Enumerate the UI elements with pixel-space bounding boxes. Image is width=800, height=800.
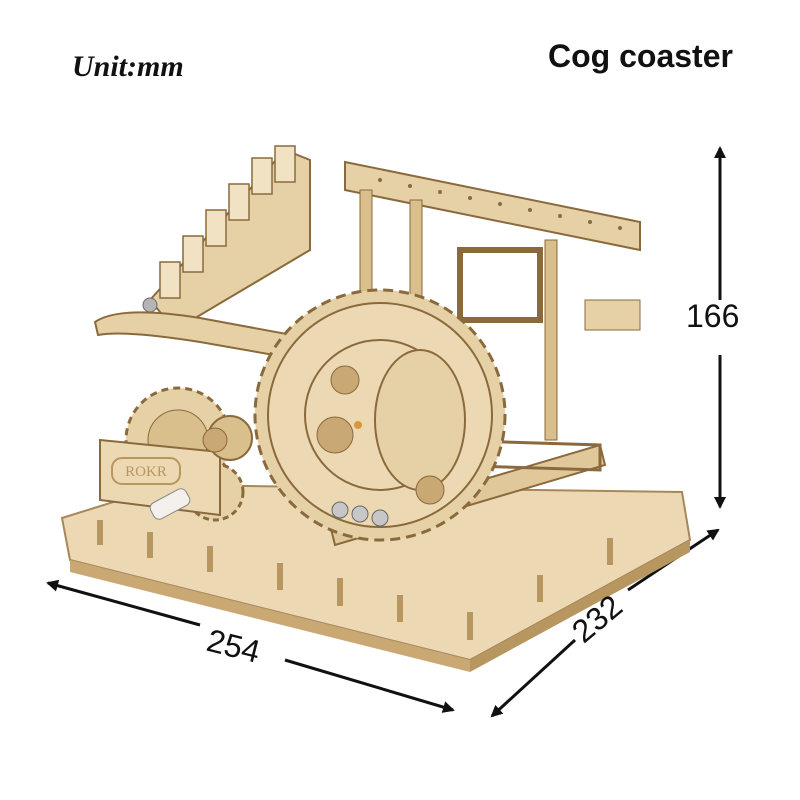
width-arrow	[46, 579, 455, 713]
steel-marbles	[331, 501, 389, 527]
height-dimension: 166	[686, 298, 740, 334]
base-frame	[60, 483, 692, 672]
product-title: Cog coaster	[548, 38, 733, 74]
unit-label: Unit:mm	[72, 50, 184, 83]
stair-lift	[142, 145, 311, 332]
large-cog-gear	[253, 288, 507, 542]
front-panel	[99, 438, 221, 517]
crank-hub	[149, 415, 253, 520]
brand-text: ROKR	[125, 464, 167, 480]
